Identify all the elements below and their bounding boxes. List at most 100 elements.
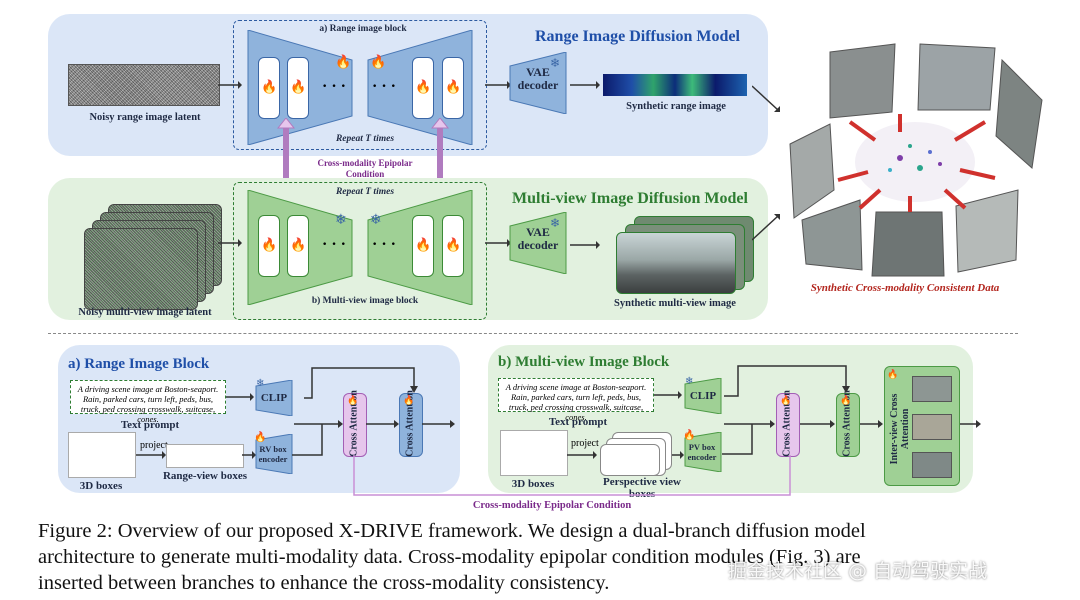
arrow-icon xyxy=(485,239,511,247)
flame-icon: 🔥 xyxy=(403,395,415,405)
pv-encoder-label: PV box encoder xyxy=(687,442,717,462)
mv-clip-shape xyxy=(684,378,722,414)
flame-icon: 🔥 xyxy=(415,237,432,252)
arrow-icon xyxy=(485,81,511,89)
repeat-bottom: Repeat T times xyxy=(335,187,395,197)
flame-icon: 🔥 xyxy=(445,79,462,94)
vae-decoder-top: VAE decoder xyxy=(517,65,559,92)
range-project-label: project xyxy=(140,440,168,451)
noisy-multiview-label: Noisy multi-view image latent xyxy=(78,307,212,318)
range-block-label: a) Range image block xyxy=(319,24,407,34)
range-view-boxes-visual xyxy=(166,444,244,468)
range-dots-1: · · · xyxy=(322,78,347,95)
mv-3d-boxes-label: 3D boxes xyxy=(511,478,555,490)
consistent-data-visual xyxy=(789,43,1043,277)
multiview-block-title: b) Multi-view Image Block xyxy=(498,354,670,370)
noisy-mv-layer xyxy=(84,228,198,310)
flame-icon: 🔥 xyxy=(290,79,307,94)
flame-icon: 🔥 xyxy=(347,395,359,405)
range-view-boxes-label: Range-view boxes xyxy=(162,470,248,482)
range-dots-2: · · · xyxy=(372,78,397,95)
noisy-range-label: Noisy range image latent xyxy=(89,112,201,123)
clip-shape xyxy=(255,380,293,416)
multiview-block-label: b) Multi-view image block xyxy=(311,296,419,306)
arrow-icon xyxy=(218,81,242,89)
range-text-prompt-label: Text prompt xyxy=(120,419,180,431)
mv-cell-4 xyxy=(442,215,464,277)
flame-icon: 🔥 xyxy=(290,237,307,252)
synthetic-range-label: Synthetic range image xyxy=(626,101,726,112)
range-cell-2 xyxy=(287,57,309,119)
flame-icon: 🔥 xyxy=(370,54,387,69)
synthetic-multiview-label: Synthetic multi-view image xyxy=(614,298,736,309)
range-block-title: a) Range Image Block xyxy=(68,356,210,372)
inter-view-photo-2 xyxy=(912,414,952,440)
flame-icon: 🔥 xyxy=(780,395,792,405)
caption-line-1: Figure 2: Overview of our proposed X-DRI… xyxy=(38,520,866,542)
range-flow-arrows xyxy=(292,367,455,456)
rv-encoder-label: RV box encoder xyxy=(258,444,288,464)
mv-dots-2: · · · xyxy=(372,236,397,253)
vae-decoder-top-shape xyxy=(509,52,567,114)
snowflake-icon: ❄ xyxy=(335,213,347,228)
perspective-boxes-label: Perspective view boxes xyxy=(603,476,681,500)
multiview-block-frame xyxy=(233,182,487,320)
multiview-model-title: Multi-view Image Diffusion Model xyxy=(512,190,748,207)
pv-encoder-shape xyxy=(684,432,722,472)
flame-icon: 🔥 xyxy=(335,54,352,69)
mv-cell-3 xyxy=(412,215,434,277)
mv-text-prompt-label: Text prompt xyxy=(548,416,608,428)
snowflake-icon: ❄ xyxy=(550,56,561,70)
mv-text-prompt-box: A driving scene image at Boston-seaport.… xyxy=(498,378,654,422)
pv-box-layer xyxy=(600,444,660,476)
flame-icon: 🔥 xyxy=(445,237,462,252)
range-cross-attention-1 xyxy=(343,393,367,457)
range-model-title: Range Image Diffusion Model xyxy=(535,28,740,45)
synthetic-range-image xyxy=(603,74,747,96)
arrow-icon xyxy=(654,391,682,399)
caption-line-3: inserted between branches to enhance the… xyxy=(38,572,610,594)
flame-icon: 🔥 xyxy=(261,237,278,252)
flame-icon: 🔥 xyxy=(415,79,432,94)
arrow-icon xyxy=(226,393,254,401)
arrow-icon xyxy=(242,451,256,459)
arrow-icon xyxy=(218,239,242,247)
noisy-range-latent xyxy=(68,64,220,106)
arrow-icon xyxy=(570,81,600,89)
bottom-condition-label: Cross-modality Epipolar Condition xyxy=(472,500,632,511)
range-cell-4 xyxy=(442,57,464,119)
section-divider xyxy=(48,333,1018,334)
mv-cell-1 xyxy=(258,215,280,277)
bottom-epipolar-connector xyxy=(353,455,791,496)
arrow-icon xyxy=(570,241,600,249)
synthetic-consistent-label: Synthetic Cross-modality Consistent Data xyxy=(810,282,1000,294)
mv-cell-2 xyxy=(287,215,309,277)
vae-decoder-bottom: VAE decoder xyxy=(517,225,559,252)
mv-project-label: project xyxy=(571,438,599,449)
range-text-prompt-box: A driving scene image at Boston-seaport.… xyxy=(70,380,226,424)
range-cell-1 xyxy=(258,57,280,119)
mv-dots-1: · · · xyxy=(322,236,347,253)
rv-encoder-shape xyxy=(255,434,293,474)
cross-condition-top: Cross-modality Epipolar Condition xyxy=(317,158,413,179)
snowflake-icon: ❄ xyxy=(370,213,382,228)
inter-view-photo-3 xyxy=(912,452,952,478)
arrow-icon xyxy=(752,214,780,241)
mv-3d-boxes-visual xyxy=(500,430,568,476)
range-cell-3 xyxy=(412,57,434,119)
flame-icon: 🔥 xyxy=(254,432,267,443)
snowflake-icon: ❄ xyxy=(256,378,265,389)
mv-cross-attention-2 xyxy=(836,393,860,457)
repeat-top: Repeat T times xyxy=(335,134,395,144)
mv-flow-arrows xyxy=(722,365,981,455)
range-clip-label: CLIP xyxy=(260,392,288,404)
mv-clip-label: CLIP xyxy=(689,390,717,402)
inter-view-photo-1 xyxy=(912,376,952,402)
vae-decoder-bottom-shape xyxy=(509,212,567,274)
caption-line-2: architecture to generate multi-modality … xyxy=(38,546,861,568)
arrow-icon xyxy=(672,451,684,459)
arrow-icon xyxy=(136,451,166,459)
range-3d-boxes-visual xyxy=(68,432,136,478)
range-3d-boxes-label: 3D boxes xyxy=(79,480,123,492)
watermark: 掘金技术社区 @ 自动驾驶实战 xyxy=(728,560,988,582)
